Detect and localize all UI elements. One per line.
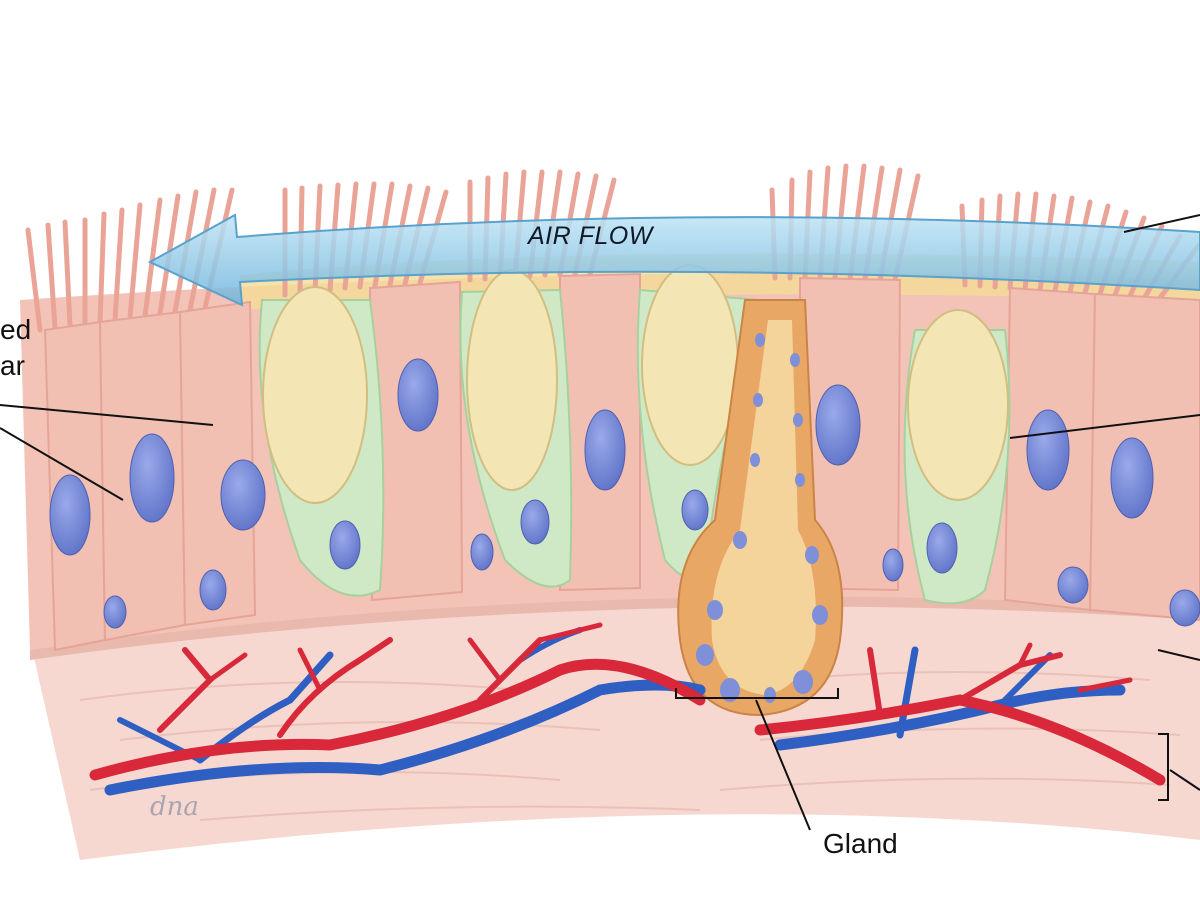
goblet-cell (258, 286, 385, 597)
nuclei (49, 358, 1200, 629)
goblet-cell (636, 264, 762, 579)
label-partial-ar: ar (0, 350, 25, 381)
airflow-arrow (147, 213, 1200, 307)
leader-line-columnar-cell (0, 404, 214, 426)
leader-line-lamina-propria (1169, 769, 1200, 791)
label-partial-ed: ed (0, 314, 32, 345)
blood-vessels (89, 622, 1166, 796)
leader-line-cilia (1123, 214, 1200, 233)
artery (89, 622, 1166, 786)
goblet-cell (459, 269, 573, 588)
leader-lines (0, 214, 1200, 831)
leader-line-columnar-cell-2 (0, 427, 124, 501)
gland-bracket (675, 688, 839, 699)
lamina-propria-bracket (1158, 733, 1169, 801)
leader-line-goblet-cell (1009, 414, 1200, 439)
leader-line-basement-membrane (1157, 649, 1200, 661)
artist-signature: dna (150, 792, 199, 822)
gland (677, 299, 844, 717)
airflow-label: AIR FLOW (528, 222, 653, 250)
leader-line-gland (755, 699, 811, 831)
label-gland: Gland (823, 828, 898, 859)
brackets (675, 688, 1169, 801)
